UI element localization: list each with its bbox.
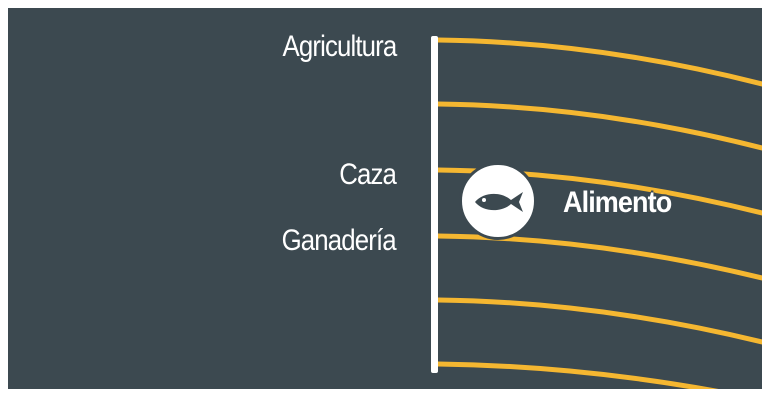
food-badge xyxy=(459,162,537,240)
flow-line-2 xyxy=(435,101,762,151)
flow-line-4 xyxy=(435,233,762,281)
label-agricultura: Agricultura xyxy=(282,30,397,63)
flow-line-6 xyxy=(435,361,719,389)
vertical-axis-bar xyxy=(431,36,438,373)
diagram-canvas: Agricultura Caza Ganadería Alimento xyxy=(8,8,762,389)
label-ganaderia: Ganadería xyxy=(281,224,397,257)
alimento-label: Alimento xyxy=(563,186,672,219)
flow-line-1 xyxy=(435,37,762,87)
fish-icon xyxy=(475,192,523,212)
label-caza: Caza xyxy=(339,158,397,191)
flow-line-5 xyxy=(435,297,762,345)
